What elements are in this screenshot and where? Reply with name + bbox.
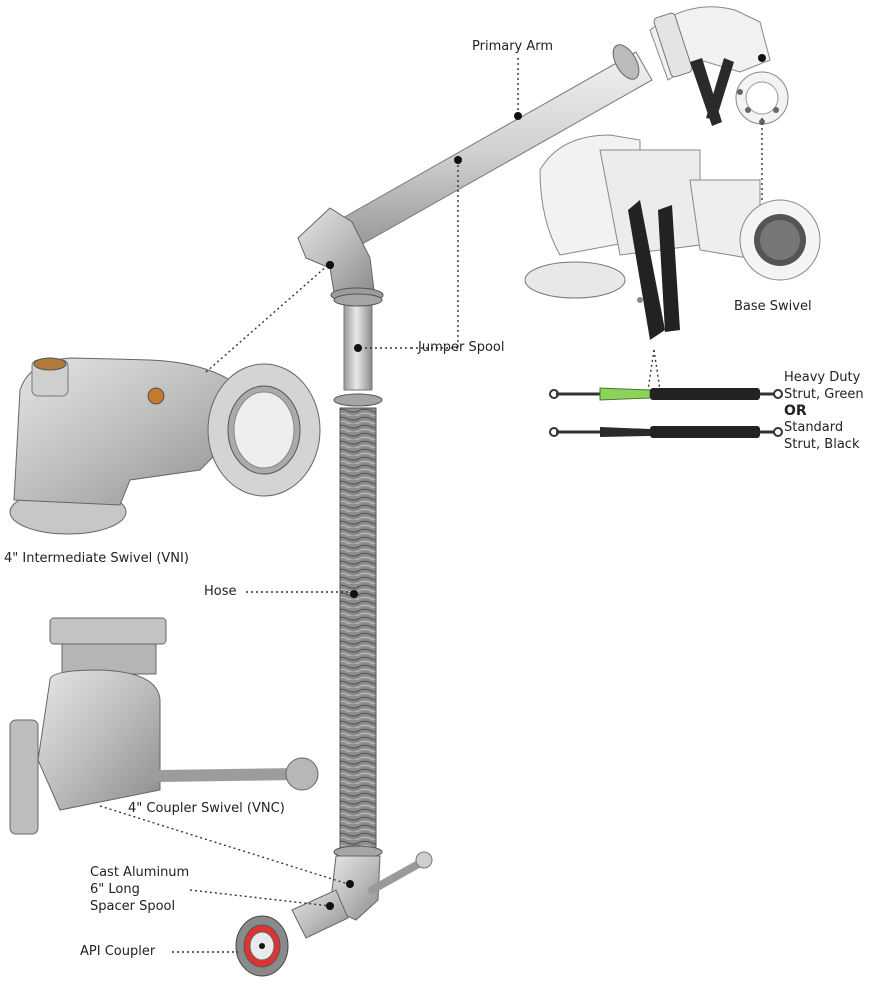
gas-strut-icon (549, 387, 783, 401)
api-coupler-small (235, 915, 289, 977)
label-standard-strut: Standard Strut, Black (784, 420, 860, 452)
label-intermediate-swivel: 4" Intermediate Swivel (VNI) (4, 551, 189, 566)
label-coupler-swivel: 4" Coupler Swivel (VNC) (128, 801, 285, 816)
label-primary-arm: Primary Arm (472, 39, 554, 54)
intermediate-swivel-large (9, 357, 321, 535)
label-base-swivel: Base Swivel (734, 299, 812, 314)
label-spacer-spool: Cast Aluminum 6" Long Spacer Spool (90, 865, 190, 914)
leader-lines (99, 58, 763, 953)
label-api-coupler: API Coupler (80, 944, 156, 959)
gas-strut-icon (549, 426, 783, 438)
label-heavy-duty-strut: Heavy Duty Strut, Green (784, 370, 864, 402)
label-or: OR (784, 403, 807, 419)
label-hose: Hose (204, 584, 237, 599)
base-swivel-small (649, 6, 789, 126)
label-jumper-spool: Jumper Spool (418, 340, 505, 355)
coupler-swivel-large (9, 617, 319, 835)
hose-section (339, 407, 377, 849)
coupler-swivel-small (291, 845, 433, 939)
base-swivel-large (524, 134, 821, 340)
leader-dots (326, 54, 766, 910)
